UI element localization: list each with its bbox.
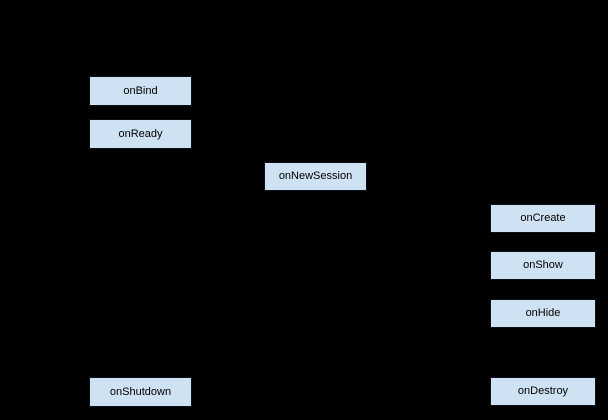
lifecycle-node-onshow: onShow — [490, 251, 596, 280]
lifecycle-node-ondestroy: onDestroy — [490, 377, 596, 406]
lifecycle-node-onshutdown: onShutdown — [89, 377, 192, 407]
lifecycle-node-onnewsession: onNewSession — [264, 162, 367, 191]
lifecycle-node-onready: onReady — [89, 119, 192, 149]
lifecycle-node-onbind: onBind — [89, 76, 192, 106]
lifecycle-node-onhide: onHide — [490, 299, 596, 328]
lifecycle-node-oncreate: onCreate — [490, 204, 596, 233]
